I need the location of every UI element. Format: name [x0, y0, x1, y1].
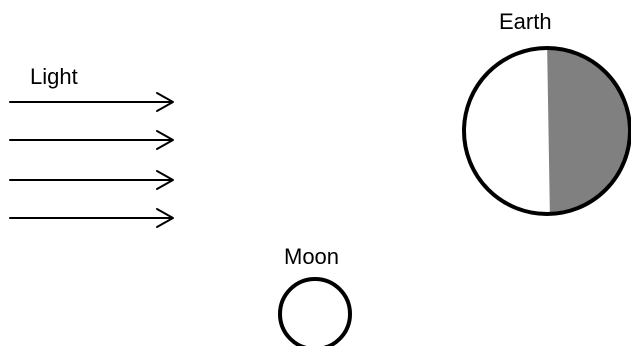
light-label: Light: [30, 64, 78, 89]
earth: [464, 40, 631, 220]
light-ray: [10, 209, 173, 227]
light-rays: [10, 93, 173, 227]
moon: [280, 279, 350, 346]
earth-dark-half: [547, 40, 631, 220]
earth-label: Earth: [499, 9, 552, 34]
moon-circle: [280, 279, 350, 346]
light-ray: [10, 93, 173, 111]
light-ray: [10, 131, 173, 149]
moon-label: Moon: [284, 244, 339, 269]
light-ray: [10, 171, 173, 189]
